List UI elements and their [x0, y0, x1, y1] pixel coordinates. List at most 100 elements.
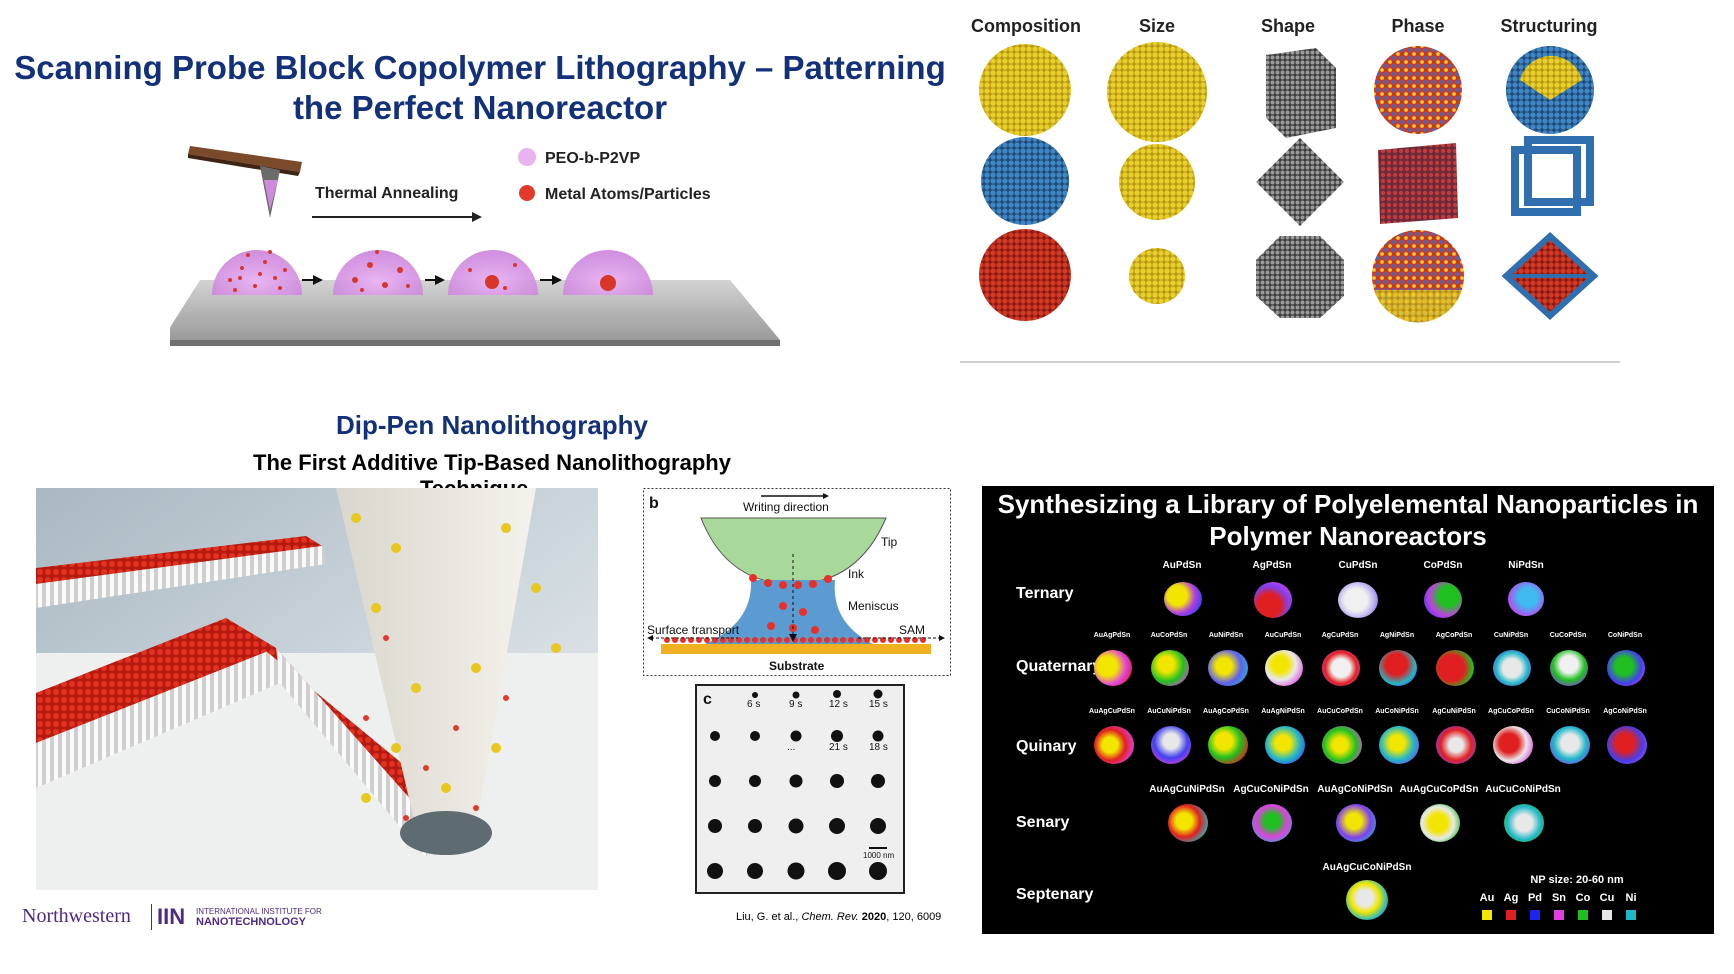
- shape-cube-particle: [1266, 48, 1336, 138]
- element-swatch-cu: [1602, 910, 1612, 920]
- time-label: 18 s: [869, 742, 888, 753]
- composition-name: CuNiPdSn: [1493, 632, 1529, 639]
- legend-metal-label: Metal Atoms/Particles: [545, 186, 711, 203]
- composition-name: AgCoPdSn: [1435, 632, 1473, 639]
- polymer-legend-icon: [518, 148, 536, 166]
- element-swatch-ag: [1506, 910, 1516, 920]
- composition-name: AuAgCuPdSn: [1089, 708, 1135, 715]
- element-label-co: Co: [1575, 892, 1591, 904]
- nanoparticle-image: [1338, 582, 1378, 618]
- phase-segregated-particle: [1372, 230, 1464, 323]
- iin-logo-mark: IIN: [157, 904, 186, 929]
- header-structuring: Structuring: [1500, 16, 1598, 36]
- composition-name: AgPdSn: [1252, 560, 1292, 571]
- writing-direction-label: Writing direction: [743, 500, 829, 514]
- nanoparticle-image: [1336, 804, 1376, 842]
- nanoparticle-image: [1168, 804, 1208, 842]
- header-phase: Phase: [1391, 16, 1445, 36]
- composition-red-particle: [979, 229, 1071, 321]
- metal-legend-icon: [519, 185, 535, 201]
- nanoparticle-image: [1493, 726, 1533, 764]
- nanoparticle-image: [1208, 726, 1248, 764]
- nanoreactor-dome: [448, 250, 538, 295]
- composition-name: AuAgCuNiPdSn: [1149, 784, 1225, 795]
- time-label: 6 s: [747, 699, 760, 710]
- dpn-subtitle-continued: Technique: [420, 478, 560, 488]
- row-label-quinary: Quinary: [1016, 738, 1077, 755]
- surface-transport-label: Surface transport: [647, 623, 740, 637]
- np-size-label: NP size: 20-60 nm: [1530, 874, 1624, 886]
- ink-label: Ink: [848, 567, 865, 581]
- size-medium-particle: [1119, 144, 1195, 220]
- composition-name: AgCuNiPdSn: [1432, 708, 1476, 715]
- nanoparticle-grid: [960, 42, 1620, 363]
- nanoparticle-image: [1208, 650, 1248, 686]
- header-composition: Composition: [971, 16, 1081, 36]
- nanoparticle-image: [1607, 650, 1645, 686]
- substrate-bar: [661, 644, 931, 654]
- nanoparticle-image: [1493, 650, 1531, 686]
- composition-name: CoNiPdSn: [1607, 632, 1643, 639]
- logo-divider: [151, 904, 152, 930]
- phase-ordered-particle: [1378, 143, 1458, 224]
- citation-authors: Liu, G. et al.,: [736, 911, 799, 923]
- panel-c-dot-array: c 6 s 9 s 12 s 15 s ... 21 s 18 s 1000 n…: [695, 684, 905, 894]
- composition-name: AgCuCoNiPdSn: [1233, 784, 1309, 795]
- size-small-particle: [1129, 248, 1185, 304]
- iin-logo-text: INTERNATIONAL INSTITUTE FOR NANOTECHNOLO…: [196, 906, 322, 928]
- element-label-pd: Pd: [1527, 892, 1543, 904]
- element-label-ag: Ag: [1503, 892, 1519, 904]
- nanoparticle-image: [1094, 726, 1134, 764]
- nanoparticle-image: [1151, 726, 1191, 764]
- composition-name: AuCuPdSn: [1264, 632, 1302, 639]
- element-label-cu: Cu: [1599, 892, 1615, 904]
- iin-line2: NANOTECHNOLOGY: [196, 916, 306, 928]
- row-label-senary: Senary: [1016, 814, 1070, 831]
- phase-random-alloy-particle: [1374, 46, 1462, 134]
- nanoparticle-image: [1550, 726, 1590, 764]
- annealing-label: Thermal Annealing: [315, 185, 458, 202]
- sam-chevron: [36, 618, 276, 743]
- nanoparticle-image: [1151, 650, 1189, 686]
- row-label-quaternary: Quaternary: [1016, 658, 1102, 675]
- element-swatch-sn: [1554, 910, 1564, 920]
- nanoparticle-image: [1265, 726, 1305, 764]
- nanoparticle-image: [1346, 880, 1388, 920]
- dpn-tip: [336, 488, 536, 828]
- composition-name: AuCoNiPdSn: [1375, 708, 1419, 715]
- nanoreactor-dome: [563, 250, 653, 295]
- size-large-particle: [1107, 42, 1207, 142]
- nanoparticle-image: [1379, 726, 1419, 764]
- nanoreactor-dome: [212, 250, 302, 295]
- panel-b-label: b: [649, 495, 659, 512]
- substrate-label: Substrate: [769, 659, 825, 673]
- composition-name: AuNiPdSn: [1208, 632, 1244, 639]
- nanoparticle-image: [1504, 804, 1544, 842]
- composition-name: AgCoNiPdSn: [1603, 708, 1647, 715]
- structuring-core-shell-particle: [1506, 46, 1594, 134]
- composition-name: NiPdSn: [1508, 560, 1544, 571]
- composition-name: AuAgCuCoNiPdSn: [1322, 862, 1412, 873]
- nanoreactor-dome: [333, 250, 423, 295]
- time-label: 9 s: [789, 699, 802, 710]
- composition-name: CoPdSn: [1423, 560, 1463, 571]
- nanoparticle-image: [1508, 582, 1544, 616]
- nanoparticle-image: [1379, 650, 1417, 686]
- nanoparticle-image: [1164, 582, 1202, 616]
- element-swatch-co: [1578, 910, 1588, 920]
- structuring-octahedron-frame-particle: [1501, 231, 1599, 321]
- iin-line1: INTERNATIONAL INSTITUTE FOR: [196, 907, 322, 916]
- composition-name: AuAgNiPdSn: [1261, 708, 1305, 715]
- header-shape: Shape: [1260, 16, 1316, 36]
- composition-name: AuPdSn: [1162, 560, 1202, 571]
- afm-tip-icon: [188, 146, 302, 218]
- nanoparticle-image: [1607, 726, 1647, 764]
- time-label: ...: [787, 742, 795, 753]
- element-label-ni: Ni: [1625, 892, 1637, 904]
- library-title: Synthesizing a Library of Polyelemental …: [997, 489, 1699, 551]
- shape-truncated-octahedron-particle: [1256, 236, 1344, 318]
- nanoparticle-image: [1420, 804, 1460, 842]
- tip-label: Tip: [881, 535, 898, 549]
- northwestern-logo: Northwestern: [22, 905, 131, 927]
- sam-line-top: [36, 536, 322, 584]
